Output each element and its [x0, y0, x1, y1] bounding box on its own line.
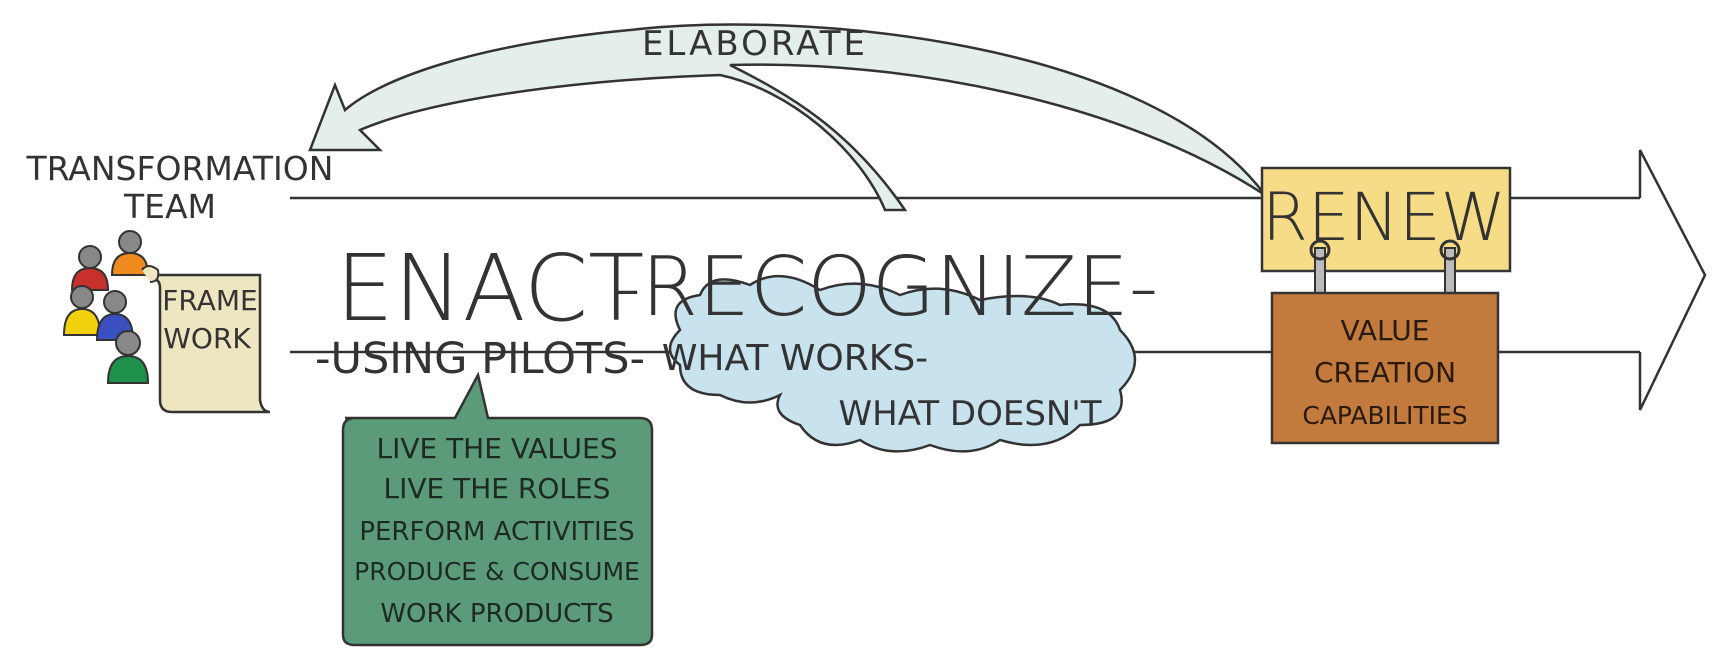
- value-board: VALUE CREATION CAPABILITIES: [1270, 291, 1500, 445]
- team-label-line2: TEAM: [123, 187, 216, 226]
- recognize-cloud: [668, 274, 1137, 453]
- team-people: [62, 230, 150, 384]
- framework-scroll: FRAME WORK: [141, 265, 271, 414]
- recognize-line2: WHAT DOESN'T: [839, 394, 1102, 434]
- renew-title: RENEW: [1262, 179, 1506, 256]
- value-line2: CREATION: [1314, 356, 1456, 389]
- value-line1: VALUE: [1341, 314, 1430, 347]
- activities-bubble: LIVE THE VALUES LIVE THE ROLES PERFORM A…: [341, 371, 654, 647]
- bubble-line-2: LIVE THE ROLES: [384, 472, 611, 505]
- recognize-line1: WHAT WORKS-: [662, 338, 928, 379]
- enact-subtitle: -USING PILOTS-: [315, 334, 645, 384]
- bubble-line-4: PRODUCE & CONSUME: [354, 557, 640, 586]
- framework-line1: FRAME: [162, 284, 257, 317]
- value-line3: CAPABILITIES: [1302, 401, 1467, 430]
- person-icon: [106, 330, 150, 384]
- bubble-line-1: LIVE THE VALUES: [376, 432, 617, 465]
- person-icon: [70, 245, 110, 291]
- recognize-title: -RECOGNIZE-: [612, 240, 1159, 335]
- team-label-line1: TRANSFORMATION: [26, 149, 334, 188]
- person-icon: [62, 285, 102, 336]
- framework-line2: WORK: [163, 322, 251, 355]
- enact-title: ENACT: [336, 235, 645, 342]
- renew-box: RENEW: [1260, 166, 1512, 273]
- bubble-line-5: WORK PRODUCTS: [380, 599, 613, 629]
- elaborate-label: ELABORATE: [642, 24, 868, 64]
- bubble-line-3: PERFORM ACTIVITIES: [359, 517, 634, 547]
- elaborate-arrow: ELABORATE: [308, 23, 1267, 212]
